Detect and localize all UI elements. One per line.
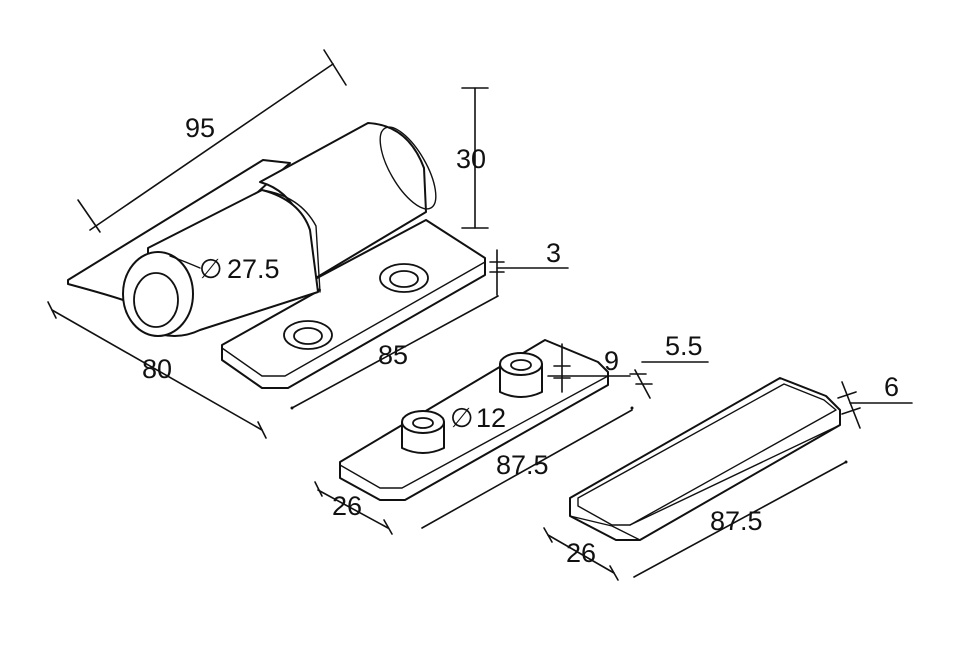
hinge-rear-barrel (259, 122, 427, 286)
hinge-assembly (67, 122, 486, 389)
cover-block (569, 377, 841, 541)
dim-hinge-length: 95 (77, 49, 347, 233)
front-barrel-knuckle (261, 189, 321, 293)
cover-body (569, 377, 841, 541)
cover-bevel (569, 424, 841, 541)
dim-leaf-length: 85 (290, 295, 499, 410)
dim-label-boss-spacing: 9 (604, 346, 619, 376)
dim-label-plate-offset: 5.5 (665, 331, 703, 361)
diameter-symbol-barrel: ∅ (199, 254, 223, 284)
dim-label-leaf-length: 85 (378, 340, 408, 370)
dim-label-plate-width: 26 (332, 491, 362, 521)
diameter-symbol-boss: ∅ (450, 403, 474, 433)
rear-barrel-end (379, 126, 437, 210)
dim-cover-thickness: 6 (837, 372, 913, 429)
dim-label-cover-thickness: 6 (884, 372, 899, 402)
dim-label-cover-length: 87.5 (710, 506, 763, 536)
dim-cover-length: 87.5 (633, 460, 848, 578)
dim-label-hinge-length: 95 (185, 113, 215, 143)
hinge-right-leaf (221, 219, 486, 389)
front-barrel-bore (133, 272, 179, 328)
dim-plate-offset: 5.5 (629, 331, 709, 399)
dim-label-plate-length: 87.5 (496, 450, 549, 480)
dim-label-cover-width: 26 (566, 538, 596, 568)
rear-boss-hole (510, 359, 532, 371)
front-boss-hole (412, 417, 434, 429)
dim-plate-length: 87.5 (421, 406, 634, 529)
dim-plate-width: 26 (314, 481, 393, 535)
dim-label-barrel-diameter: 27.5 (227, 254, 280, 284)
dim-label-plate-thickness: 3 (546, 238, 561, 268)
dim-label-boss-diameter: 12 (476, 403, 506, 433)
dim-leaf-width: 80 (47, 301, 267, 439)
dim-hinge-height: 30 (456, 87, 489, 229)
dim-boss-diameter: ∅ 12 (450, 403, 506, 433)
dim-label-hinge-height: 30 (456, 144, 486, 174)
dim-plate-thickness: 3 (489, 238, 569, 296)
dim-barrel-diameter: ∅ 27.5 (169, 254, 280, 284)
dim-label-leaf-width: 80 (142, 354, 172, 384)
leaf-hole-rear-inner (389, 270, 419, 288)
mounting-plate (339, 339, 609, 501)
cover-top-edge (577, 383, 837, 526)
plate-edge (339, 375, 609, 489)
right-leaf-edge (221, 261, 486, 377)
dim-boss-spacing: 9 (547, 343, 631, 393)
dim-cover-width: 26 (543, 527, 619, 581)
leaf-hole-front-inner (293, 327, 323, 345)
